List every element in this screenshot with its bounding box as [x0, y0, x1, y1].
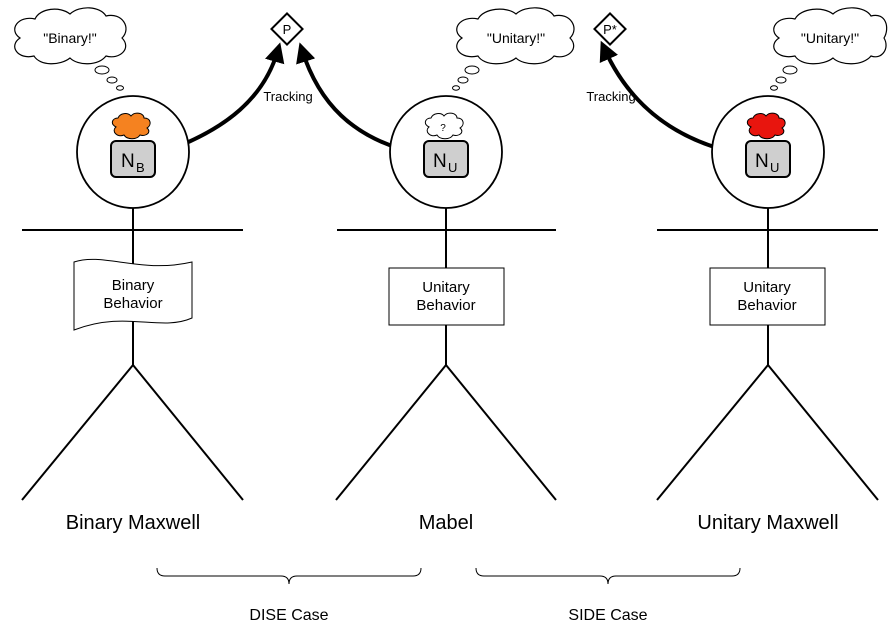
figure-name: Binary Maxwell	[66, 512, 200, 534]
property-p-label: P	[283, 22, 292, 37]
behavior-box	[709, 267, 826, 326]
neuron-label: N	[755, 151, 769, 172]
property-p: P	[270, 12, 304, 46]
thought-text: "Binary!"	[43, 30, 97, 46]
behavior-line1: Unitary	[422, 279, 470, 296]
side-brace	[475, 567, 741, 585]
figure-binary-maxwell: "Binary!" N B Binary Behavior Binary Max…	[14, 7, 244, 534]
side-case-label: SIDE Case	[568, 607, 647, 624]
neuron-box	[745, 140, 791, 178]
neuron-subscript: U	[448, 160, 457, 175]
dise-brace	[156, 567, 422, 585]
left-leg	[21, 364, 134, 501]
dise-case-label: DISE Case	[249, 607, 328, 624]
thought-text: "Unitary!"	[487, 30, 545, 46]
left-leg	[656, 364, 769, 501]
belief-cloud-icon	[746, 112, 786, 140]
behavior-box	[388, 267, 505, 326]
behavior-line2: Behavior	[737, 297, 796, 314]
property-p-star-label: P*	[603, 22, 617, 37]
thought-bubble: "Unitary!"	[770, 7, 888, 91]
question-mark-icon: ?	[440, 123, 446, 134]
property-p-star: P*	[593, 12, 627, 46]
figure-mabel: "Unitary!" ? N U Unitary Behavior Mabel	[335, 7, 575, 534]
neuron-box	[423, 140, 469, 178]
left-leg	[335, 364, 447, 501]
neuron-subscript: B	[136, 160, 145, 175]
neuron-label: N	[433, 151, 447, 172]
behavior-line1: Unitary	[743, 279, 791, 296]
thought-text: "Unitary!"	[801, 30, 859, 46]
behavior-banner	[73, 258, 193, 331]
behavior-line2: Behavior	[416, 297, 475, 314]
thought-bubble: "Binary!"	[14, 7, 127, 91]
behavior-line2: Behavior	[103, 295, 162, 312]
thought-bubble: "Unitary!"	[452, 7, 575, 91]
figure-unitary-maxwell: "Unitary!" N U Unitary Behavior Unitary …	[656, 7, 888, 534]
right-leg	[767, 364, 879, 501]
figure-name: Mabel	[419, 512, 473, 534]
neuron-label: N	[121, 151, 135, 172]
belief-cloud-icon	[111, 112, 151, 140]
behavior-line1: Binary	[112, 277, 155, 294]
neuron-subscript: U	[770, 160, 779, 175]
belief-cloud-icon	[424, 112, 464, 140]
neuron-box	[110, 140, 156, 178]
right-leg	[445, 364, 557, 501]
right-leg	[132, 364, 244, 501]
figure-name: Unitary Maxwell	[697, 512, 838, 534]
tracking-label-left: Tracking	[263, 89, 312, 104]
tracking-label-right: Tracking	[586, 89, 635, 104]
